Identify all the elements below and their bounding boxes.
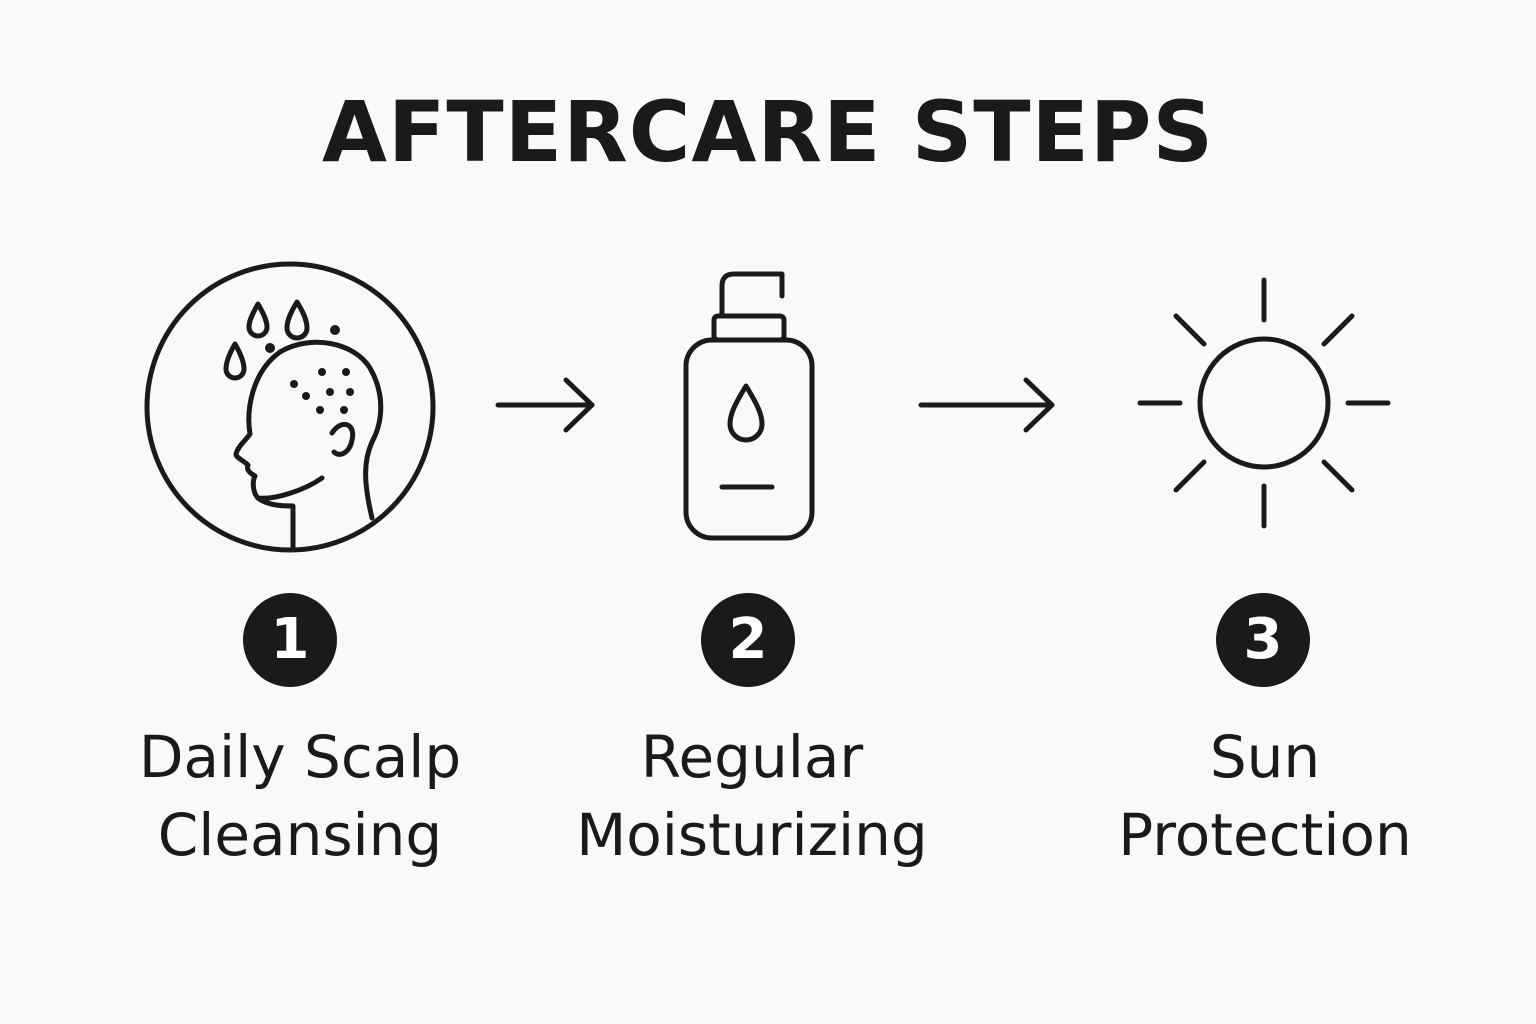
step-label: Daily Scalp Cleansing [90, 718, 510, 874]
sun-icon [1132, 272, 1396, 534]
step-label: Sun Protection [1055, 718, 1475, 874]
step-number-badge: 3 [1216, 593, 1310, 687]
scalp-dots-icon [140, 258, 444, 558]
step-label-line: Cleansing [157, 801, 443, 869]
step-number-badge: 1 [243, 593, 337, 687]
arrow-right-icon [914, 372, 1062, 436]
step-label-line: Moisturizing [576, 801, 928, 869]
step-label-line: Protection [1118, 801, 1412, 869]
pump-bottle-icon [678, 266, 822, 548]
head-water-drops-icon [140, 258, 444, 558]
step-number-badge: 2 [701, 593, 795, 687]
step-label-line: Sun [1209, 723, 1321, 791]
page-title: AFTERCARE STEPS [322, 83, 1214, 181]
step-label: Regular Moisturizing [542, 718, 962, 874]
step-label-line: Daily Scalp [138, 723, 462, 791]
step-label-line: Regular [640, 723, 864, 791]
arrow-right-icon [490, 372, 602, 436]
